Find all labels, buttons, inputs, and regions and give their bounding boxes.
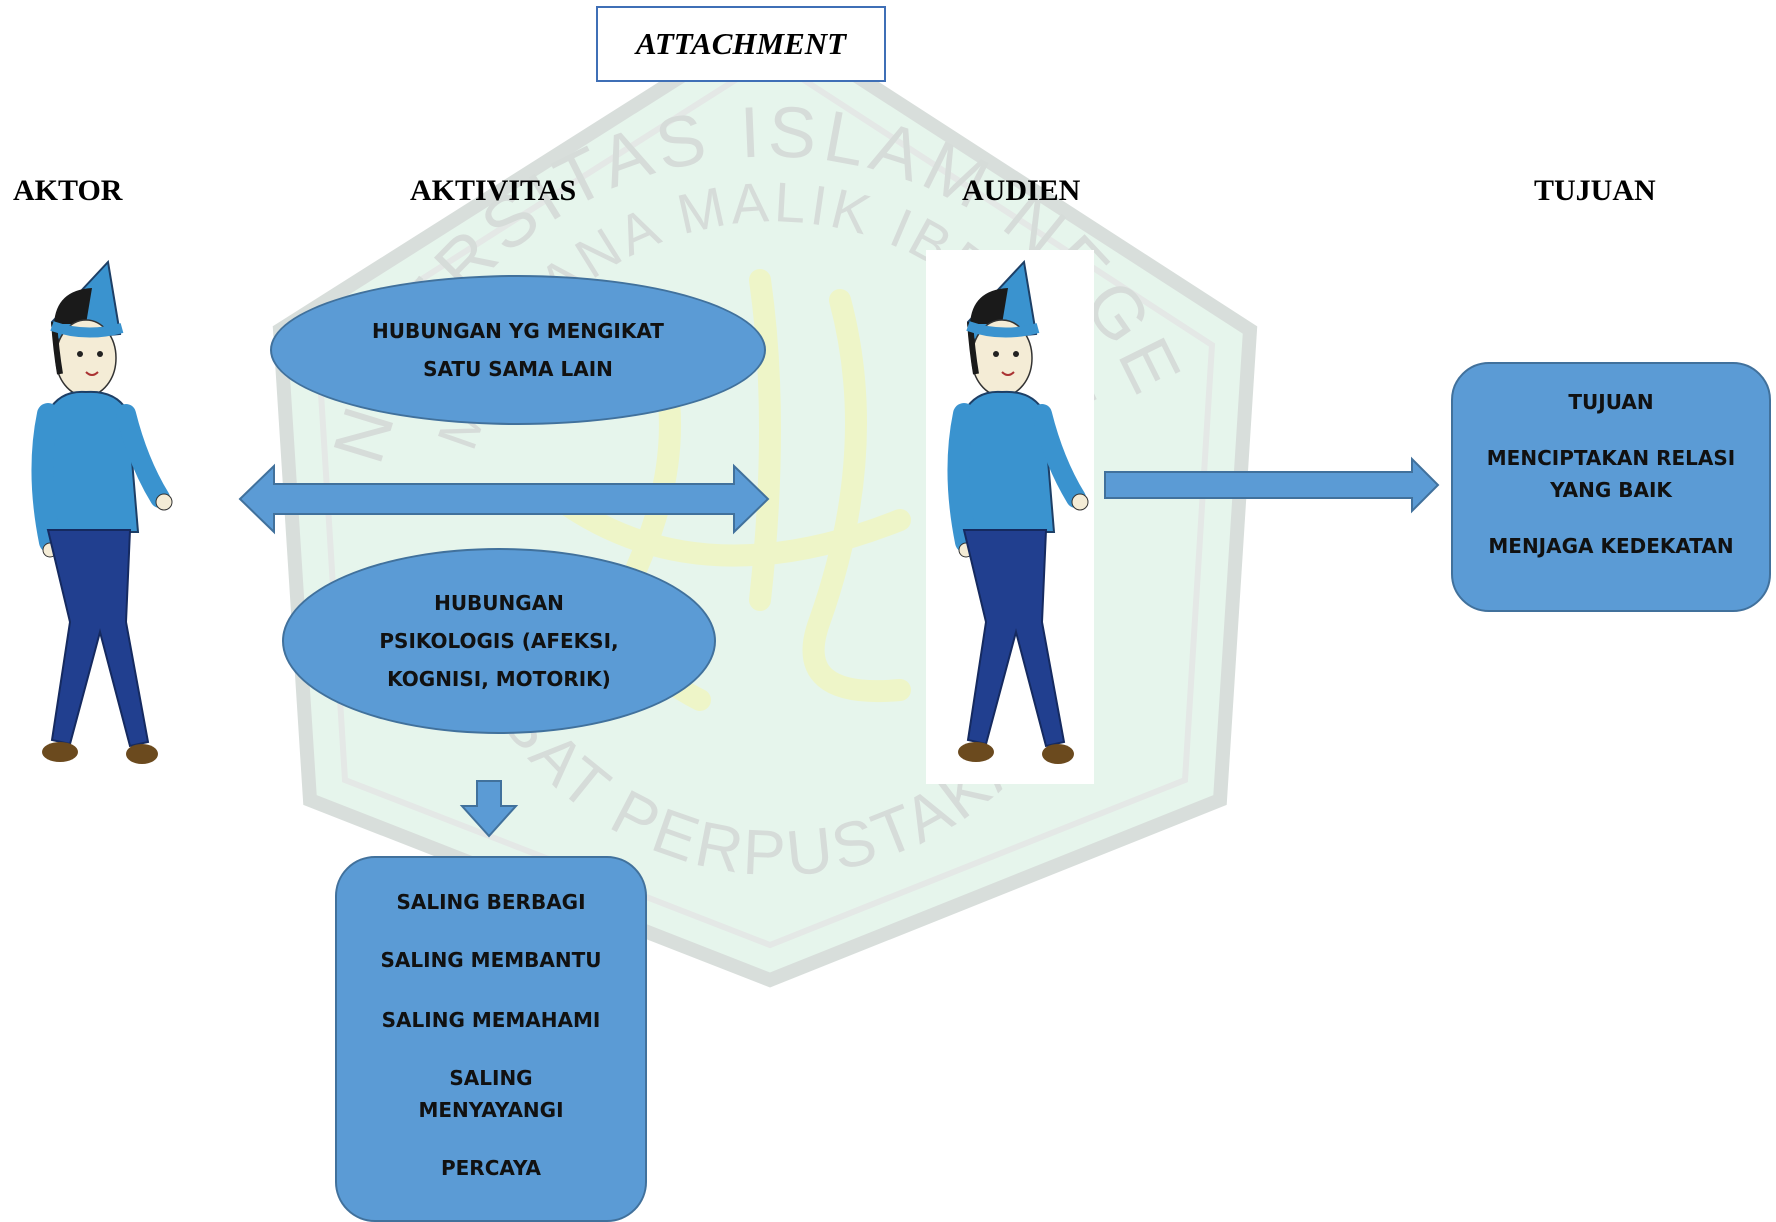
goal-box: TUJUAN MENCIPTAKAN RELASI YANG BAIK MENJ…: [1451, 362, 1771, 612]
actor-figure: [31, 259, 173, 764]
person-figure-icon: [947, 259, 1089, 764]
results-box: SALING BERBAGI SALING MEMBANTU SALING ME…: [335, 856, 647, 1222]
header-audien: AUDIEN: [962, 174, 1081, 207]
result-item-1: SALING BERBAGI: [396, 890, 586, 914]
result-item-3: SALING MEMAHAMI: [381, 1008, 601, 1032]
audience-figure: [947, 259, 1089, 764]
result-item-2: SALING MEMBANTU: [380, 948, 602, 972]
title-box: ATTACHMENT: [596, 6, 886, 82]
activity-bottom-line-3: KOGNISI, MOTORIK): [387, 667, 611, 691]
person-figure-icon: [31, 259, 173, 764]
down-arrow: [459, 780, 519, 838]
header-tujuan: TUJUAN: [1534, 174, 1656, 207]
result-item-4a: SALING: [449, 1066, 533, 1090]
goal-heading: TUJUAN: [1568, 390, 1654, 414]
double-arrow: [238, 463, 770, 535]
header-aktor: AKTOR: [13, 174, 123, 207]
activity-top-line-2: SATU SAMA LAIN: [423, 357, 613, 381]
result-item-4b: MENYAYANGI: [418, 1098, 564, 1122]
activity-top-line-1: HUBUNGAN YG MENGIKAT: [372, 319, 664, 343]
header-aktivitas: AKTIVITAS: [410, 174, 577, 207]
activity-ellipse-top: HUBUNGAN YG MENGIKAT SATU SAMA LAIN: [270, 275, 766, 425]
activity-bottom-line-1: HUBUNGAN: [434, 591, 564, 615]
goal-line-1: MENCIPTAKAN RELASI: [1486, 446, 1736, 470]
activity-bottom-line-2: PSIKOLOGIS (AFEKSI,: [379, 629, 619, 653]
result-item-5: PERCAYA: [440, 1156, 541, 1180]
diagram-title: ATTACHMENT: [635, 26, 847, 61]
activity-ellipse-bottom: HUBUNGAN PSIKOLOGIS (AFEKSI, KOGNISI, MO…: [282, 548, 716, 734]
goal-line-2: YANG BAIK: [1550, 478, 1672, 502]
goal-line-3: MENJAGA KEDEKATAN: [1488, 534, 1734, 558]
right-arrow: [1104, 456, 1440, 514]
